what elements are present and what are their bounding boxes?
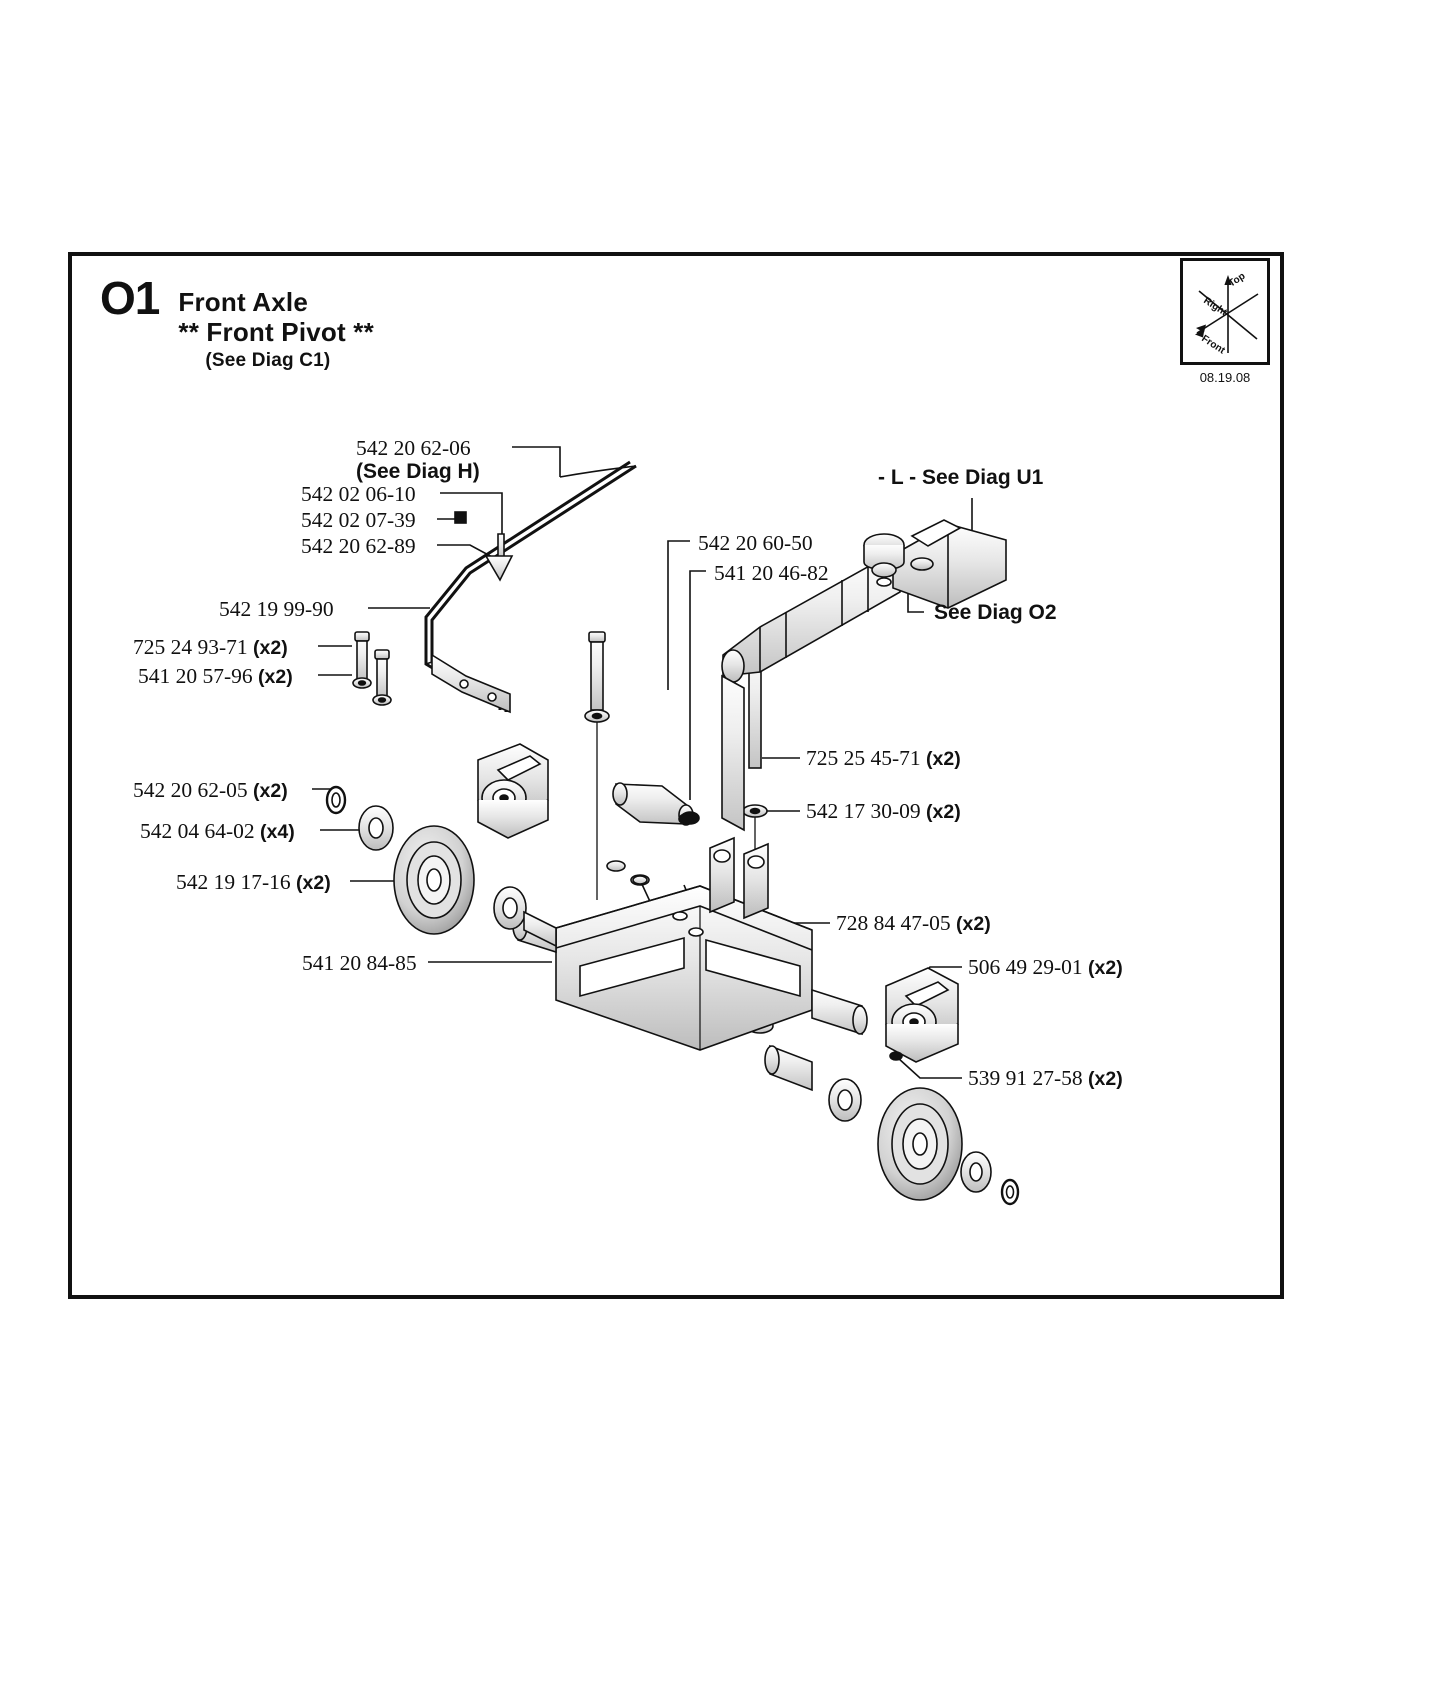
orientation-compass-icon: Top Right Front [1195,271,1259,357]
callout-542-02-07-39: 542 02 07-39 [301,508,416,532]
compass-top-label: Top [1227,271,1248,290]
callout-539-91-27-58: 539 91 27-58 (x2) [968,1066,1123,1090]
callout-541-20-57-96: 541 20 57-96 (x2) [138,664,293,688]
callout-541-20-46-82: 541 20 46-82 [714,561,829,585]
callout-725-24-93-71: 725 24 93-71 (x2) [133,635,288,659]
qty-728-84-47-05: (x2) [956,913,991,935]
callout-542-20-62-05: 542 20 62-05 (x2) [133,778,288,802]
callout-542-02-06-10: 542 02 06-10 [301,482,416,506]
reference-diag-o2: See Diag O2 [934,601,1057,624]
callout-506-49-29-01: 506 49 29-01 (x2) [968,955,1123,979]
callout-542-20-60-50: 542 20 60-50 [698,531,813,555]
qty-725-24-93-71: (x2) [253,637,288,659]
callout-725-25-45-71: 725 25 45-71 (x2) [806,746,961,770]
qty-542-20-62-05: (x2) [253,780,288,802]
qty-542-17-30-09: (x2) [926,801,961,823]
section-code: O1 [100,272,160,324]
callout-541-20-84-85: 541 20 84-85 [302,951,417,975]
qty-725-25-45-71: (x2) [926,748,961,770]
reference-diag-u1: - L - See Diag U1 [878,466,1044,489]
callout-542-20-62-89: 542 20 62-89 [301,534,416,558]
qty-539-91-27-58: (x2) [1088,1068,1123,1090]
callout-542-04-64-02: 542 04 64-02 (x4) [140,819,295,843]
callout-542-17-30-09: 542 17 30-09 (x2) [806,799,961,823]
date-stamp: 08.19.08 [1199,370,1251,385]
callout-542-20-62-06: 542 20 62-06 [356,436,471,460]
compass-front-label: Front [1199,333,1227,357]
callout-728-84-47-05: 728 84 47-05 (x2) [836,911,991,935]
page-subtitle: ** Front Pivot ** [178,317,374,347]
qty-542-04-64-02: (x4) [260,821,295,843]
callout-542-20-62-06-note: (See Diag H) [356,460,480,483]
page-note: (See Diag C1) [205,350,331,371]
callout-542-19-99-90: 542 19 99-90 [219,597,334,621]
qty-506-49-29-01: (x2) [1088,957,1123,979]
callout-542-19-17-16: 542 19 17-16 (x2) [176,870,331,894]
page-title: Front Axle [178,287,308,317]
qty-541-20-57-96: (x2) [258,666,293,688]
diagram-frame [68,252,1284,1299]
qty-542-19-17-16: (x2) [296,872,331,894]
diagram-header: O1 Front Axle ** Front Pivot ** (See Dia… [100,272,600,374]
orientation-compass-box: Top Right Front [1180,258,1270,365]
